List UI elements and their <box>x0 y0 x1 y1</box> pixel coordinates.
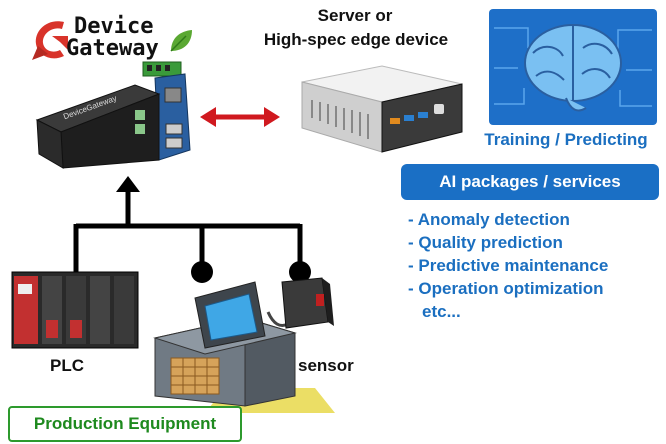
server-label-line2: High-spec edge device <box>263 30 449 49</box>
logo-text-device: Device <box>74 14 154 39</box>
device-gateway-logo: Device Gateway <box>30 14 200 64</box>
logo-text-gateway: Gateway <box>66 36 159 61</box>
edge-server-box <box>301 65 463 153</box>
logo-swirl-icon <box>32 21 68 60</box>
production-equipment-label: Production Equipment <box>8 406 242 442</box>
ai-brain-icon <box>489 9 657 125</box>
ai-packages-box: AI packages / services <box>401 164 659 200</box>
plc-unit <box>11 271 139 349</box>
list-item: - Anomaly detection <box>408 210 570 229</box>
plc-label: PLC <box>50 356 84 375</box>
device-gateway-hardware <box>35 61 191 169</box>
server-label-line1: Server or <box>317 6 393 25</box>
list-item: - Quality prediction <box>408 233 563 252</box>
leaf-icon <box>170 30 192 52</box>
ai-services-list: - Anomaly detection - Quality prediction… <box>408 208 608 323</box>
bidirectional-arrow-icon <box>200 107 280 127</box>
list-item: - Operation optimization <box>408 279 604 298</box>
list-item: - Predictive maintenance <box>408 256 609 275</box>
production-machine <box>153 281 335 413</box>
sensor-label: sensor <box>298 356 354 375</box>
list-item: etc... <box>422 302 461 321</box>
sensor-device <box>266 277 334 329</box>
connection-lines <box>64 176 311 294</box>
training-predicting-label: Training / Predicting <box>484 130 648 149</box>
